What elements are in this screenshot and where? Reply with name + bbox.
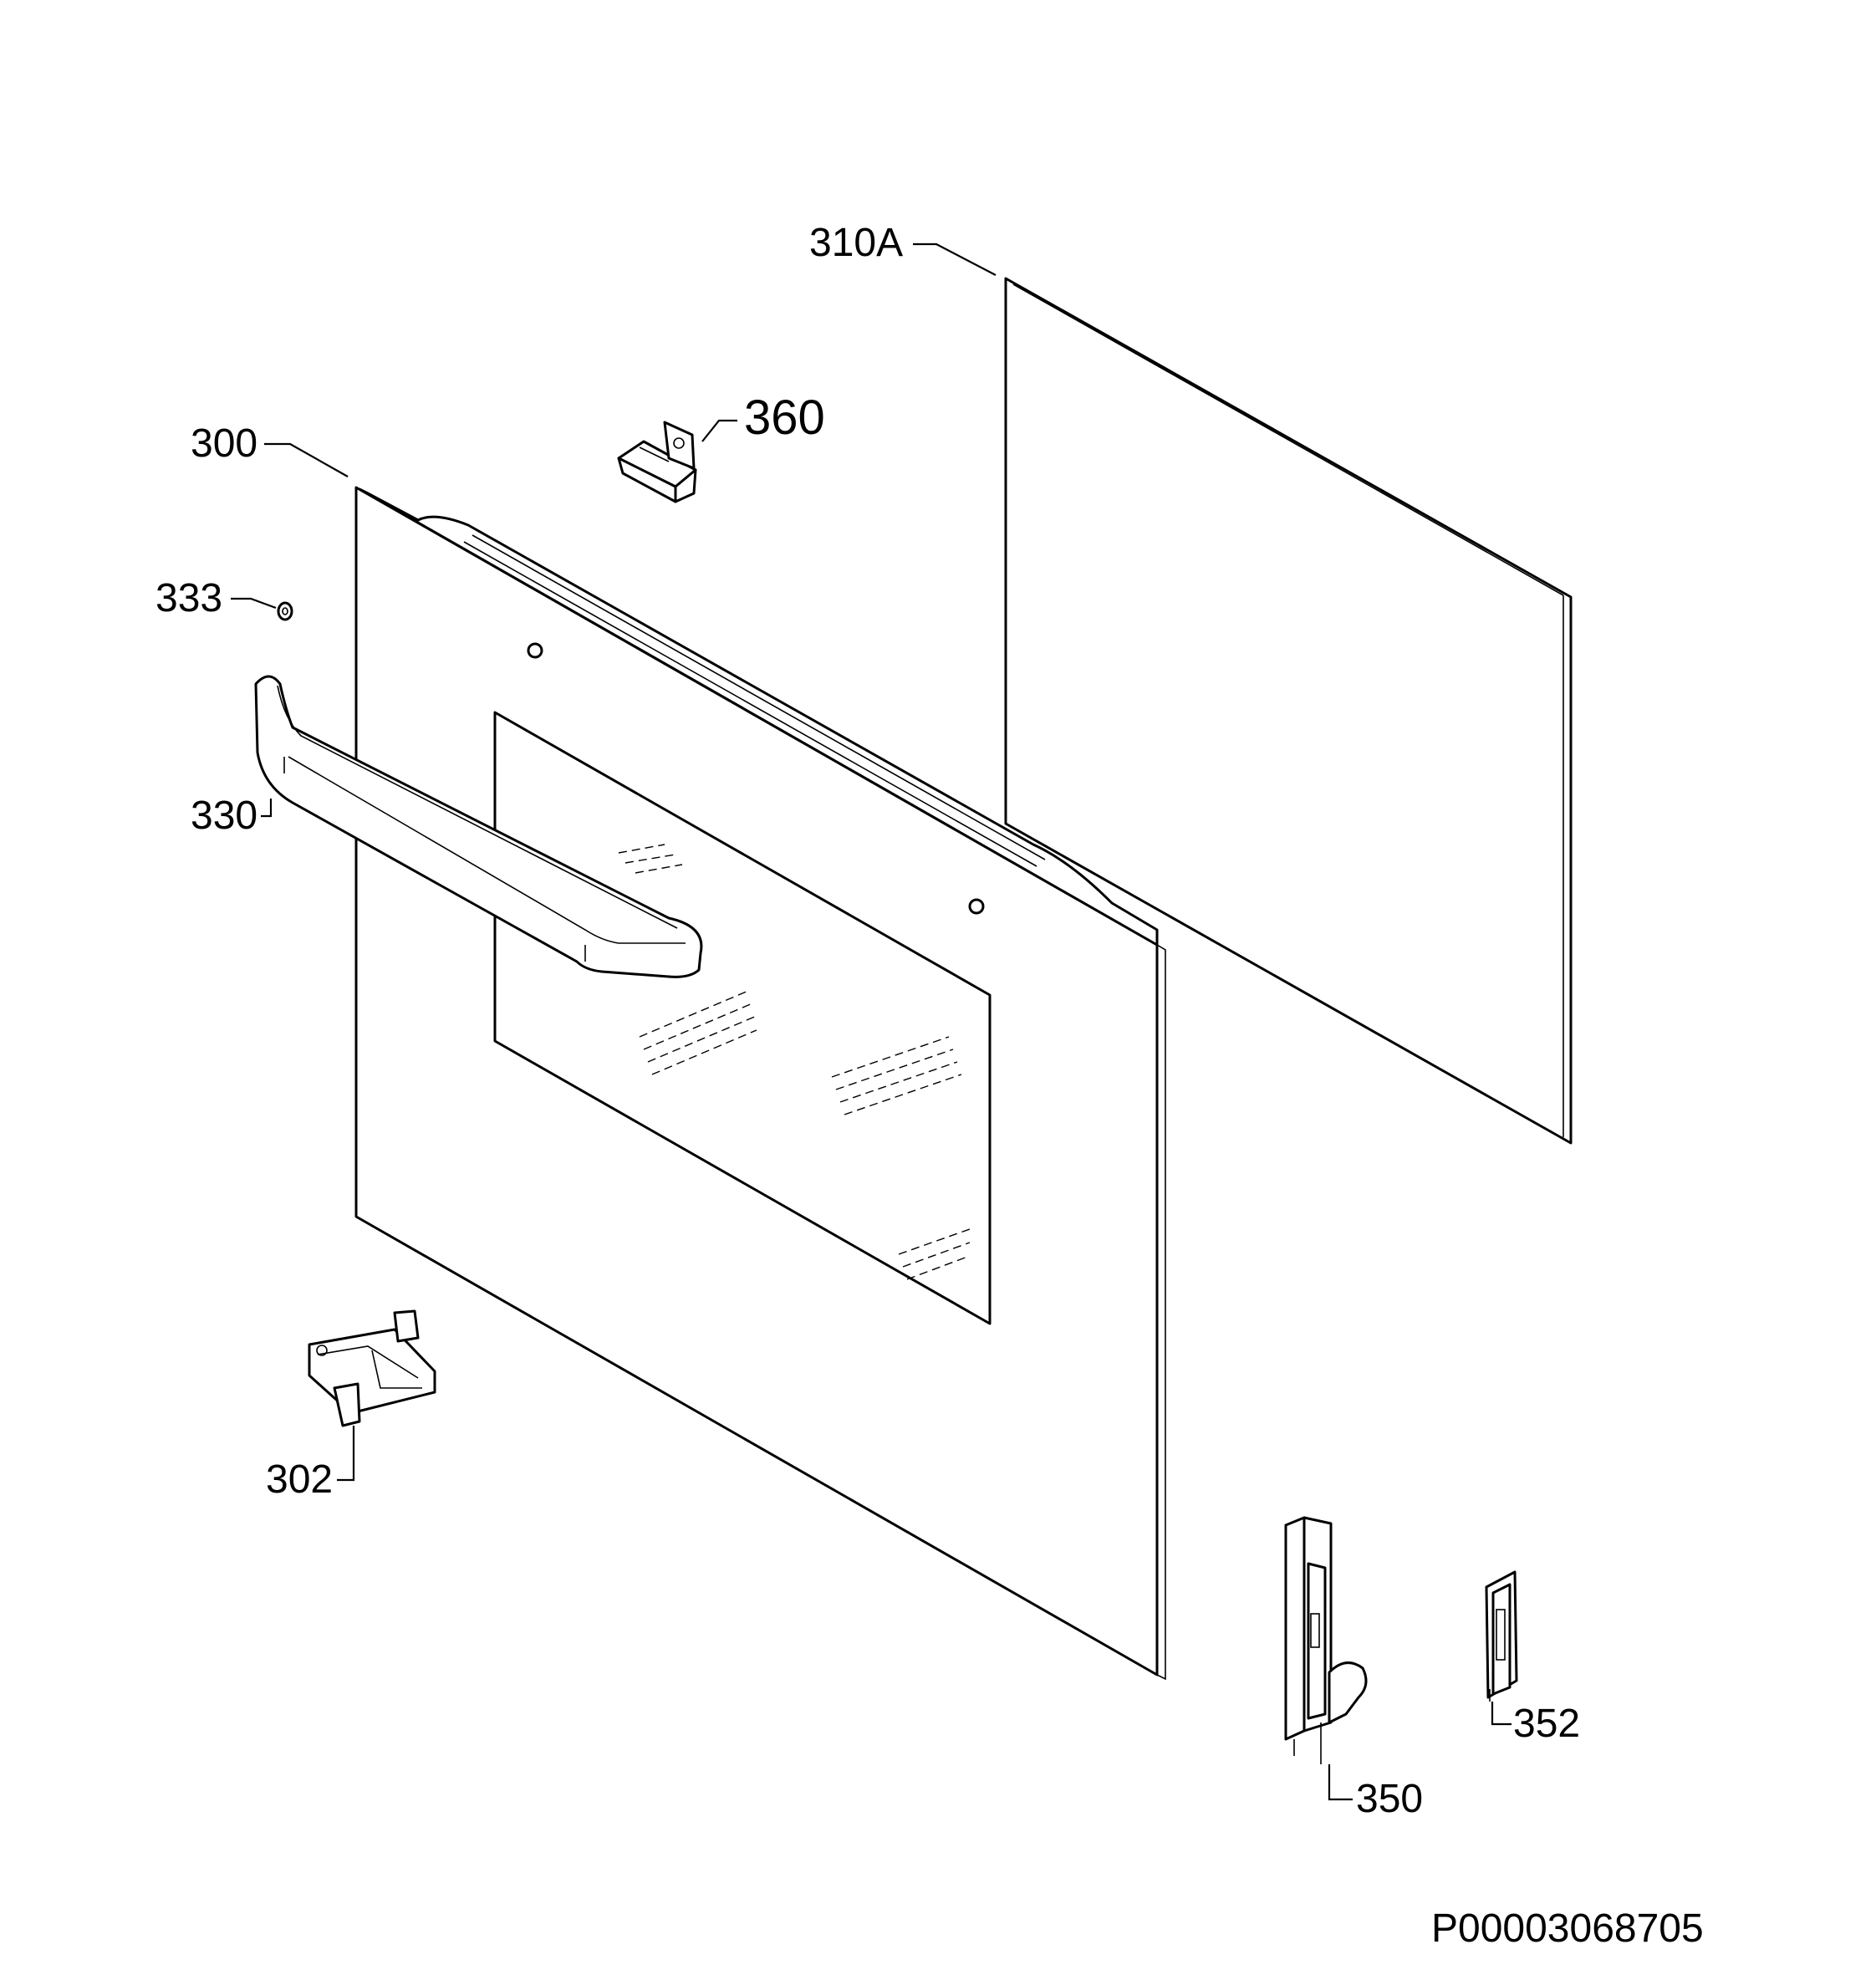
glass-panel-310a: [1004, 277, 1573, 1145]
label-360: 360: [744, 390, 825, 445]
document-id: P00003068705: [1431, 1906, 1704, 1951]
leader-352: [1491, 1702, 1512, 1726]
label-302: 302: [266, 1457, 333, 1502]
handle-330: [254, 675, 703, 978]
hinge-350: [1284, 1516, 1368, 1764]
leader-350: [1328, 1764, 1353, 1801]
door-front-300: [354, 486, 1166, 1681]
leader-310a: [913, 242, 997, 276]
label-333: 333: [155, 576, 222, 620]
leader-300: [264, 442, 349, 477]
bottom-clip-302: [308, 1309, 436, 1427]
top-clip-360: [617, 421, 697, 503]
hinge-guide-352: [1485, 1570, 1518, 1702]
label-330: 330: [191, 794, 257, 838]
label-310a: 310A: [809, 221, 903, 265]
label-350: 350: [1356, 1777, 1423, 1821]
leader-360: [701, 419, 737, 442]
label-352: 352: [1513, 1702, 1580, 1746]
leader-302: [337, 1426, 355, 1482]
leader-330: [261, 799, 273, 818]
leader-333: [231, 597, 277, 610]
screw-333: [277, 601, 293, 621]
label-300: 300: [191, 421, 257, 466]
glass-reflection-marks: [618, 844, 971, 1280]
